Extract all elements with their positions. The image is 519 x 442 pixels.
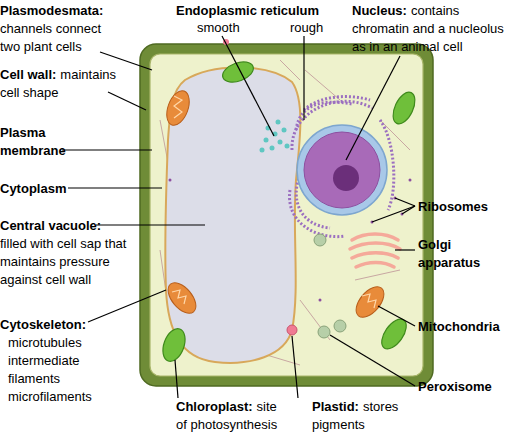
nucleus — [304, 132, 380, 208]
leader-lines — [62, 36, 415, 398]
part-name: Nucleus: — [352, 3, 407, 18]
label-block: Golgi apparatus — [418, 236, 498, 272]
label-block: Cytoplasm — [0, 180, 70, 198]
part-name: Cell wall: — [0, 67, 56, 82]
part-name: Mitochondria — [418, 319, 500, 334]
plastid — [287, 325, 297, 335]
part-description: filled with cell sap that maintains pres… — [0, 236, 126, 287]
part-name: Cytoskeleton: — [0, 316, 100, 334]
label-block: Cell wall:maintains cell shape — [0, 66, 120, 102]
part-name: Cytoplasm — [0, 181, 66, 196]
part-name: Ribosomes — [418, 199, 488, 214]
label-block: Chloroplast:site of photosynthesis — [176, 398, 288, 434]
cell-wall — [140, 44, 433, 386]
mitochondria — [162, 88, 389, 323]
label-block: Cytoskeleton:microtubules intermediate f… — [0, 316, 100, 406]
label-block: Central vacuole:filled with cell sap tha… — [0, 217, 135, 289]
chloroplasts — [159, 58, 420, 364]
label-block: Plastid:stores pigments — [312, 398, 412, 434]
label-block: Ribosomes — [418, 198, 492, 216]
ribosomes — [169, 179, 412, 302]
rough-er — [290, 97, 394, 237]
part-name: Golgi apparatus — [418, 237, 480, 270]
smooth-er — [260, 120, 290, 153]
label-block: Mitochondria — [418, 318, 504, 336]
label-block: smooth — [197, 19, 240, 37]
part-description: smooth — [197, 20, 240, 35]
cytoplasm — [150, 54, 423, 376]
golgi-apparatus — [350, 234, 400, 267]
part-name: Central vacuole: — [0, 217, 135, 235]
cytoskeleton — [160, 60, 410, 365]
label-block: rough — [290, 19, 323, 37]
part-name: Plasmodesmata: — [0, 2, 118, 20]
part-name: Peroxisome — [418, 379, 492, 394]
part-description: channels connect two plant cells — [0, 21, 101, 54]
label-block: Plasma membrane — [0, 124, 70, 160]
label-block: Nucleus:contains chromatin and a nucleol… — [352, 2, 518, 56]
part-description: microtubules intermediate filaments micr… — [0, 334, 100, 406]
part-name: Endoplasmic reticulum — [176, 3, 319, 18]
label-block: Plasmodesmata:channels connect two plant… — [0, 2, 118, 56]
nuclear-envelope — [297, 125, 387, 215]
part-description: rough — [290, 20, 323, 35]
nucleolus — [333, 165, 359, 191]
label-block: Peroxisome — [418, 378, 496, 396]
label-block: Endoplasmic reticulum — [176, 2, 346, 20]
part-name: Plastid: — [312, 399, 359, 414]
part-name: Chloroplast: — [176, 399, 253, 414]
part-name: Plasma membrane — [0, 125, 66, 158]
peroxisomes — [314, 234, 346, 338]
